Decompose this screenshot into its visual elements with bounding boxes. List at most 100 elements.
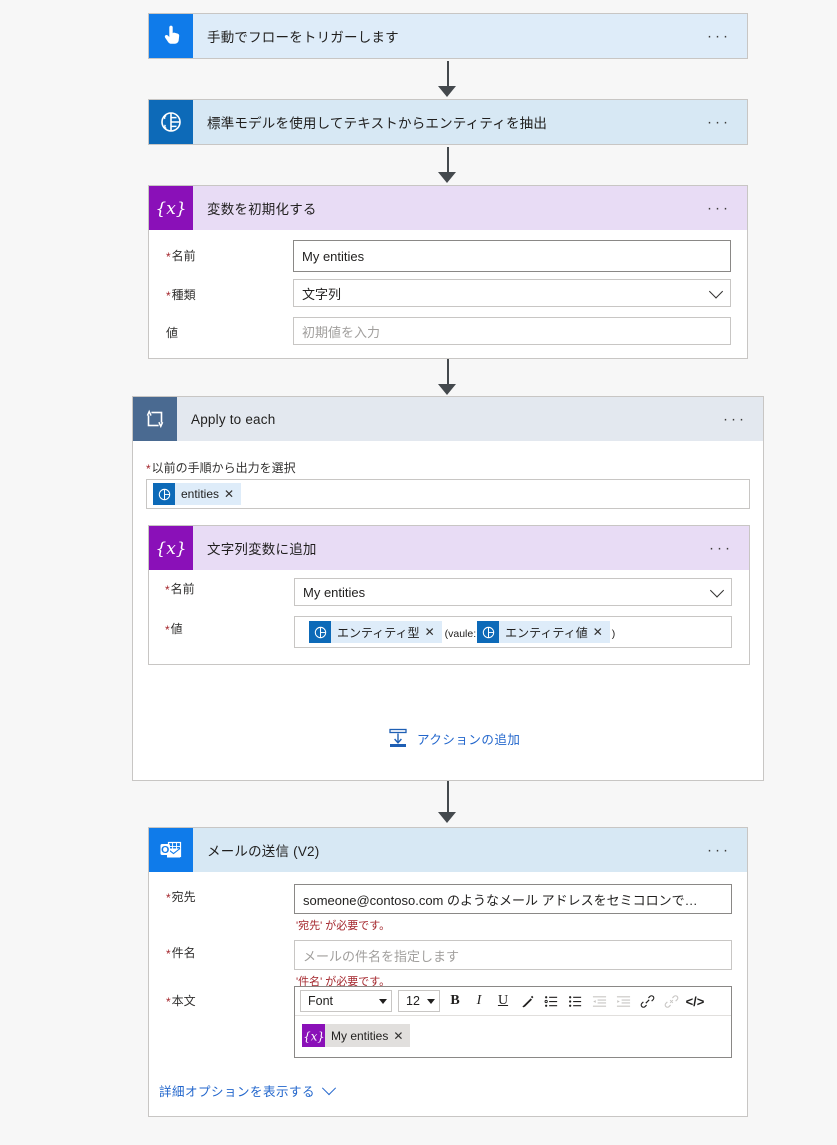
field-label-type: 種類 [166,280,196,303]
field-label-name: 名前 [166,241,196,264]
email-body-editor[interactable]: Font 12 B I U [294,986,732,1058]
append-variable-name-value: My entities [303,584,366,600]
card-header[interactable]: {x} 変数を初期化する ··· [149,186,747,230]
chevron-down-icon[interactable] [427,998,435,1004]
value-mid-text: (vaule: [444,628,477,640]
card-header[interactable]: O メールの送信 (V2) ··· [149,828,747,872]
outlook-icon: O [149,828,193,872]
field-row-name: 名前 [166,241,732,264]
loop-icon [133,397,177,441]
rte-content-area[interactable]: {x} My entities ✕ [295,1016,731,1062]
chevron-down-icon [321,1080,337,1095]
step-card-extract-entities[interactable]: 標準モデルを使用してテキストからエンティティを抽出 ··· [148,99,748,145]
subject-label-wrap: 件名 [166,944,196,961]
card-menu-button[interactable]: ··· [707,27,731,45]
card-header[interactable]: 手動でフローをトリガーします ··· [149,14,747,58]
variable-name-input[interactable]: My entities [293,240,731,272]
token-label: エンティティ型 [337,625,420,640]
step-card-send-email[interactable]: O メールの送信 (V2) ··· 宛先 someone@contoso.com… [148,827,748,1117]
token-remove-icon[interactable]: ✕ [424,625,435,639]
token-remove-icon[interactable]: ✕ [592,625,603,639]
token-remove-icon[interactable]: ✕ [224,487,235,501]
token-my-entities[interactable]: {x} My entities ✕ [302,1024,411,1047]
append-name-label: 名前 [165,576,195,596]
token-label: エンティティ値 [505,625,588,640]
append-value-label: 値 [165,616,183,636]
ai-builder-brain-icon [149,100,193,144]
add-action-button[interactable]: アクションの追加 [387,727,520,749]
svg-text:{x}: {x} [156,539,186,559]
bulleted-list-icon[interactable] [539,989,563,1013]
card-title: Apply to each [191,411,276,427]
show-advanced-options-button[interactable]: 詳細オプションを表示する [159,1080,337,1100]
token-label: entities [181,487,220,501]
card-menu-button[interactable]: ··· [707,841,731,859]
variable-type-value: 文字列 [302,286,342,302]
append-value-input[interactable]: エンティティ型 ✕ (vaule: エンティティ値 ✕ ) [294,616,732,648]
step-card-append-to-string[interactable]: {x} 文字列変数に追加 ··· 名前 My entities 値 [148,525,750,665]
bold-button[interactable]: B [450,993,460,1008]
email-to-label: 宛先 [166,884,196,904]
underline-button[interactable]: U [497,993,509,1008]
decrease-indent-icon[interactable] [587,989,611,1013]
step-card-initialize-variable[interactable]: {x} 変数を初期化する ··· 名前 My entities 種類 文字列 値… [148,185,748,359]
token-entities[interactable]: entities ✕ [153,483,242,505]
font-family-select[interactable]: Font [300,990,392,1012]
step-card-manual-trigger[interactable]: 手動でフローをトリガーします ··· [148,13,748,59]
manual-trigger-icon [149,14,193,58]
insert-link-icon[interactable] [635,989,659,1013]
card-menu-button[interactable]: ··· [723,410,747,428]
chevron-down-icon[interactable] [709,583,725,598]
remove-link-icon[interactable] [659,989,683,1013]
svg-text:{x}: {x} [303,1029,324,1043]
code-view-button[interactable]: </> [685,993,705,1009]
card-title: 標準モデルを使用してテキストからエンティティを抽出 [207,116,548,131]
body-label-wrap: 本文 [166,992,196,1009]
connector-arrow-1 [438,86,456,97]
variable-type-select[interactable]: 文字列 [293,279,731,307]
card-menu-button[interactable]: ··· [709,539,733,557]
card-title: 手動でフローをトリガーします [207,30,399,45]
add-action-label: アクションの追加 [417,732,521,747]
increase-indent-icon[interactable] [611,989,635,1013]
connector-ai-to-variable [447,147,449,176]
italic-button[interactable]: I [476,993,482,1008]
ai-builder-brain-icon [309,621,331,643]
email-to-input[interactable]: someone@contoso.com のようなメール アドレスをセミコロンで… [294,884,732,914]
card-menu-button[interactable]: ··· [707,199,731,217]
connector-variable-to-loop [447,359,449,389]
token-remove-icon[interactable]: ✕ [393,1028,404,1043]
chevron-down-icon[interactable] [708,284,724,299]
chevron-down-icon[interactable] [379,998,387,1004]
card-header[interactable]: {x} 文字列変数に追加 ··· [149,526,749,570]
advanced-options-label: 詳細オプションを表示する [159,1085,316,1099]
step-card-apply-to-each[interactable]: Apply to each ··· 以前の手順から出力を選択 entities … [132,396,764,781]
card-title: 文字列変数に追加 [207,542,317,557]
text-color-icon[interactable] [515,989,539,1013]
email-body-label: 本文 [166,988,196,1008]
append-value-label-wrap: 値 [165,620,183,637]
token-entity-type[interactable]: エンティティ型 ✕ [309,621,442,643]
append-name-label-wrap: 名前 [165,580,195,597]
numbered-list-icon[interactable] [563,989,587,1013]
field-label-value: 値 [166,326,179,340]
email-subject-input[interactable]: メールの件名を指定します [294,940,732,970]
card-header[interactable]: 標準モデルを使用してテキストからエンティティを抽出 ··· [149,100,747,144]
connector-trigger-to-ai [447,61,449,90]
append-variable-name-select[interactable]: My entities [294,578,732,606]
rte-toolbar[interactable]: Font 12 B I U [295,987,731,1016]
card-header[interactable]: Apply to each ··· [133,397,763,441]
token-entity-value[interactable]: エンティティ値 ✕ [477,621,610,643]
font-size-select[interactable]: 12 [398,990,440,1012]
variable-icon: {x} [149,186,193,230]
variable-value-input[interactable]: 初期値を入力 [293,317,731,345]
field-row-type: 種類 [166,280,732,303]
select-output-input[interactable]: entities ✕ [146,479,750,509]
card-menu-button[interactable]: ··· [707,113,731,131]
variable-icon: {x} [302,1024,325,1047]
svg-text:{x}: {x} [156,199,186,219]
add-action-icon [387,727,409,749]
connector-arrow-2 [438,172,456,183]
token-label: My entities [331,1028,389,1043]
email-subject-label: 件名 [166,940,196,960]
